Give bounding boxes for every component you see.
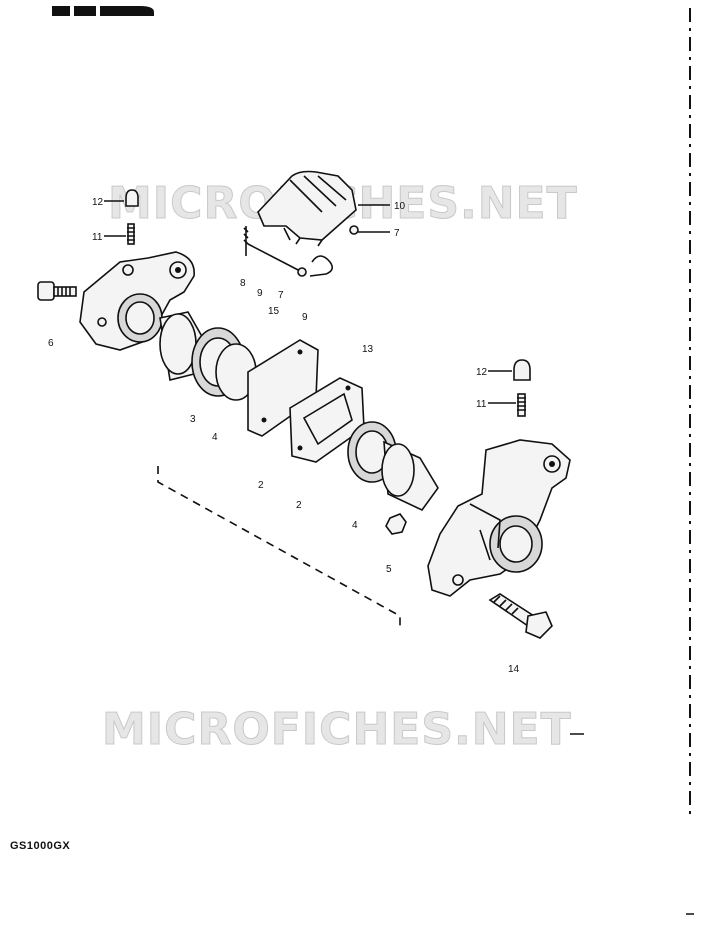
callout-4-right: 4 xyxy=(352,520,358,531)
part-pad-cover xyxy=(257,170,357,247)
callout-15: 15 xyxy=(268,306,280,317)
cropped-header-logo xyxy=(52,6,154,16)
callout-12-left: 12 xyxy=(92,197,104,208)
callout-11-right: 11 xyxy=(476,399,487,410)
callout-12-right: 12 xyxy=(476,367,488,378)
callout-5: 5 xyxy=(386,564,392,575)
part-piston-left xyxy=(159,311,257,401)
part-bolt-left xyxy=(37,281,77,301)
watermark-bottom: MICROFICHES.NET xyxy=(102,704,572,755)
callout-13: 13 xyxy=(362,344,374,355)
part-piston-right xyxy=(347,421,439,512)
callout-2-left: 2 xyxy=(258,480,264,491)
leader-lines xyxy=(104,200,516,404)
callout-2-right: 2 xyxy=(296,500,302,511)
part-nut xyxy=(385,513,407,535)
callout-8: 8 xyxy=(240,278,246,289)
model-code-label: GS1000GX xyxy=(10,840,71,852)
part-pad-right xyxy=(289,377,365,463)
callout-7-a: 7 xyxy=(278,290,284,301)
part-caliper-left xyxy=(79,251,195,351)
callout-11-left: 11 xyxy=(92,232,103,243)
callout-6: 6 xyxy=(48,338,54,349)
part-bleeder-right xyxy=(513,359,531,417)
callout-14: 14 xyxy=(508,664,520,675)
part-bleeder-left xyxy=(125,189,139,245)
callout-4-left: 4 xyxy=(212,432,218,443)
callout-10: 10 xyxy=(394,201,406,212)
callout-9-b: 9 xyxy=(302,312,308,323)
part-bolt-right xyxy=(488,593,553,639)
assembly-bracket xyxy=(157,466,401,626)
part-caliper-right xyxy=(427,439,571,597)
part-pins-and-clips xyxy=(243,225,359,277)
callout-3: 3 xyxy=(190,414,196,425)
callout-9-a: 9 xyxy=(257,288,263,299)
callout-7-b: 7 xyxy=(394,228,400,239)
